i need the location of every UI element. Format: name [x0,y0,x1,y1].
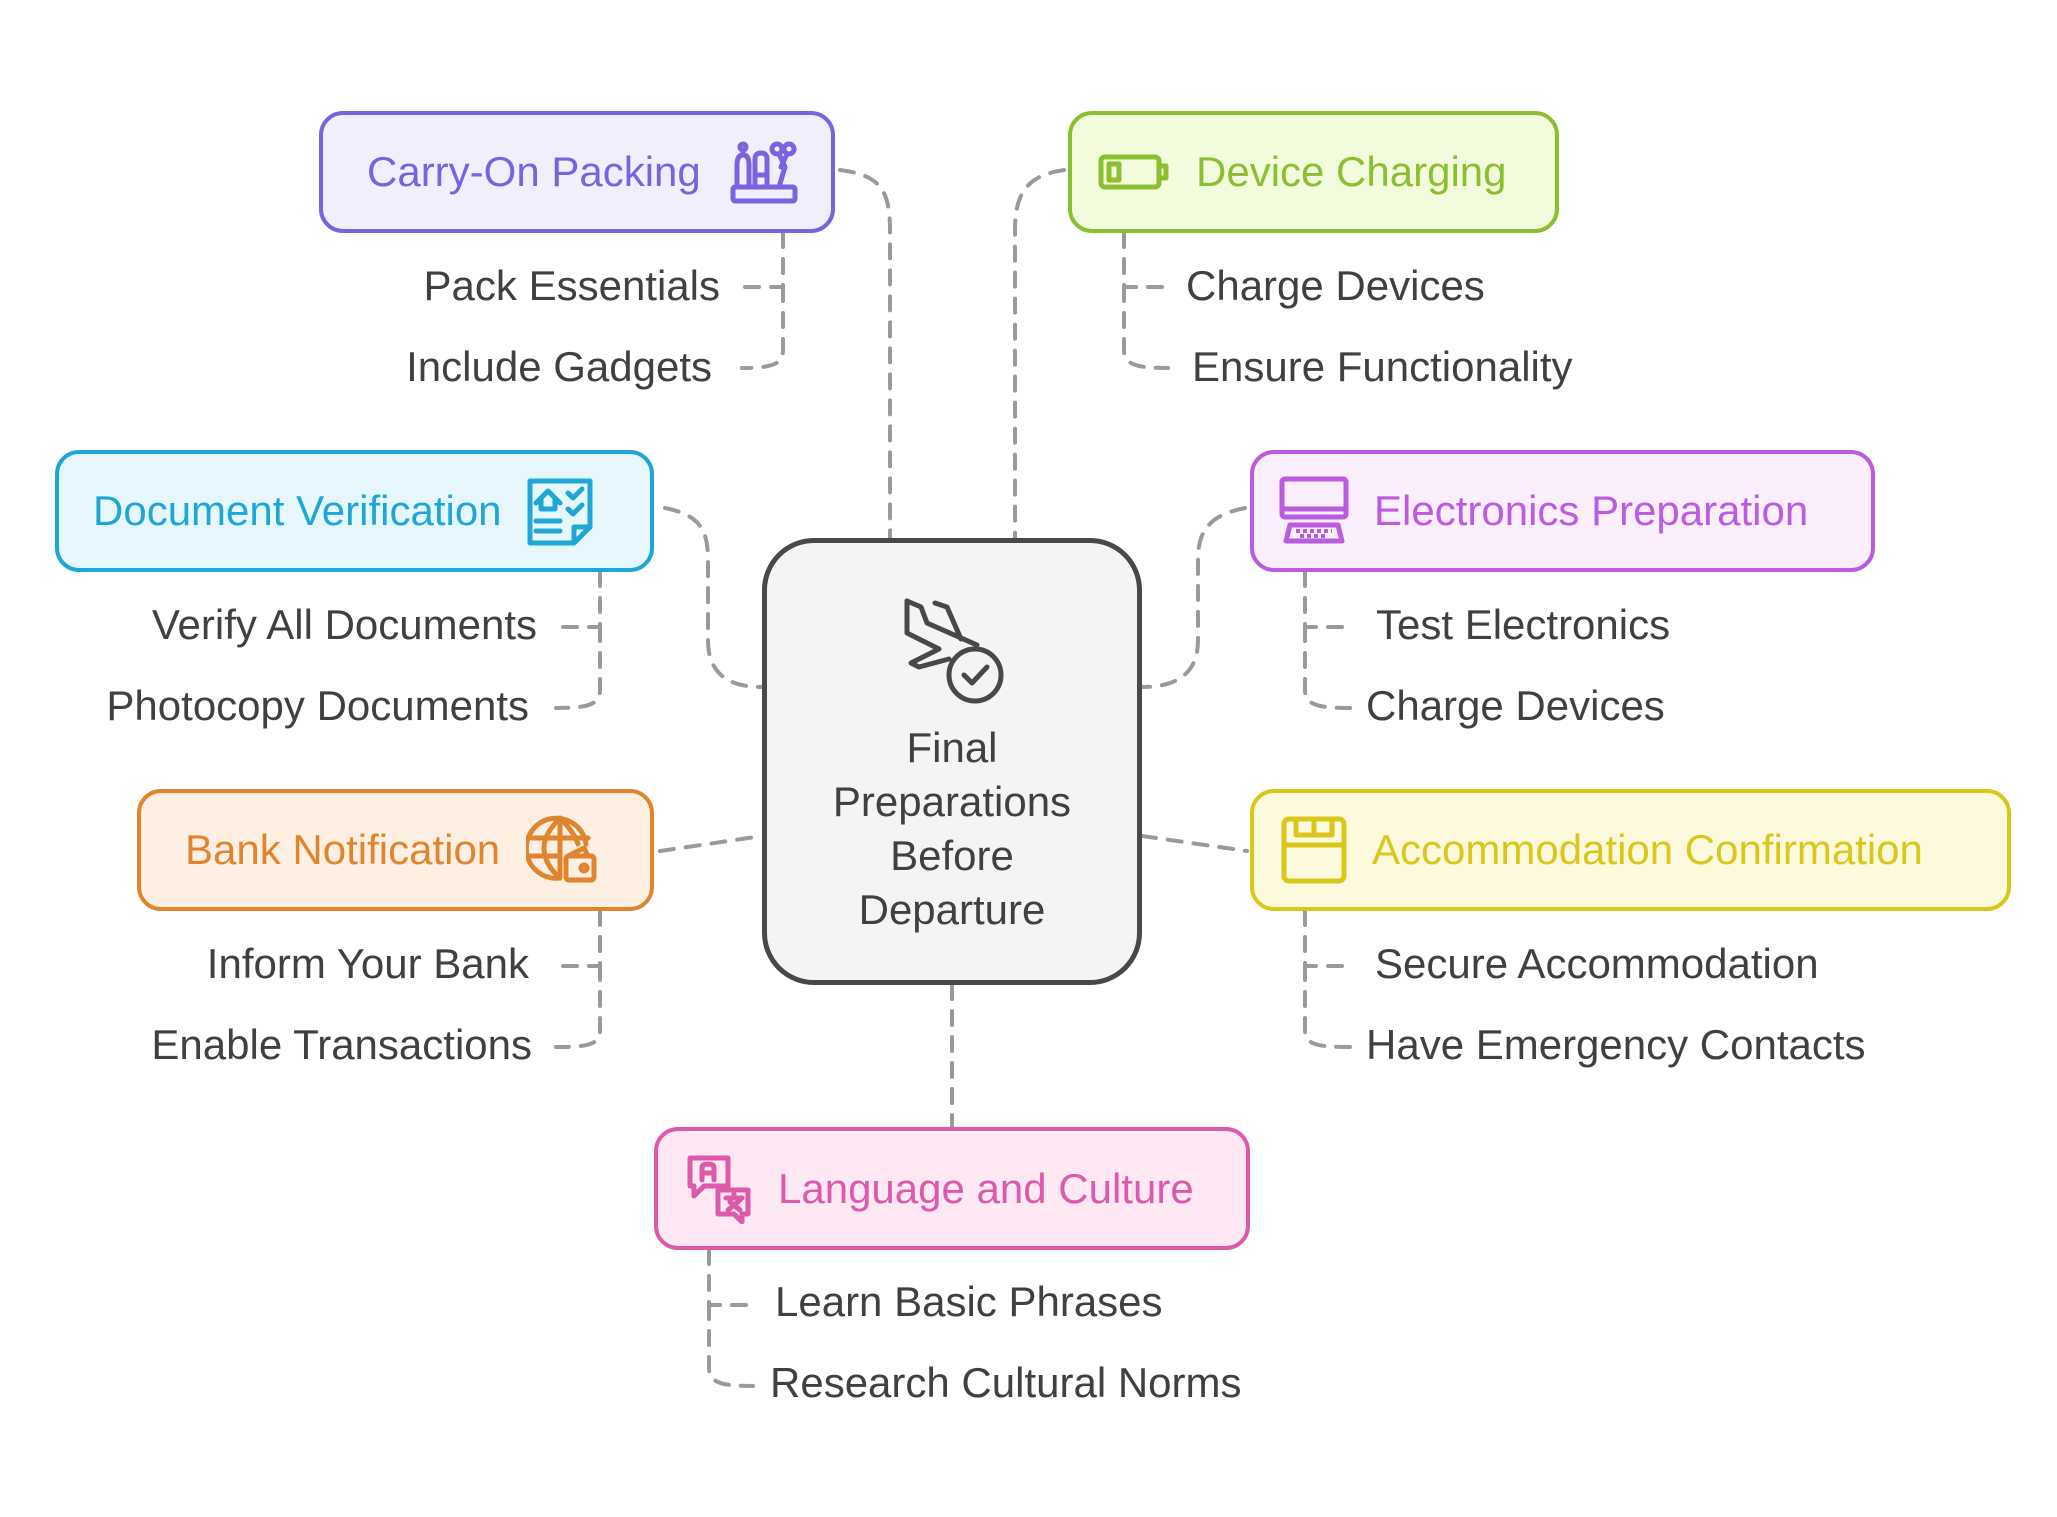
airplane-landing-check-icon [904,598,1004,704]
branch-node-document-verification[interactable]: Document Verification [55,450,654,572]
title-line: Before [890,832,1014,879]
title-line: Final [906,724,998,771]
branch-title: Carry-On Packing [367,148,701,195]
branch-item: Verify All Documents [151,601,537,648]
connector-electronics [1140,506,1247,689]
sub-connector-language-2 [707,1303,755,1388]
branch-item: Charge Devices [1366,682,1665,729]
sub-connector-document-2 [554,625,602,710]
translate-icon [687,1155,751,1224]
title-line: Departure [858,886,1046,933]
sub-connector-document-1 [558,570,602,629]
sub-connector-bank-1 [558,909,602,968]
branch-title: Device Charging [1196,148,1507,195]
branch-node-bank-notification[interactable]: Bank Notification [137,789,654,911]
branch-item: Test Electronics [1376,601,1671,648]
branch-node-accommodation-confirmation[interactable]: Accommodation Confirmation [1250,789,2011,911]
sub-connector-device-2 [1122,285,1170,370]
branch-item: Pack Essentials [423,262,720,309]
central-topic-title: Final Preparations Before Departure [767,721,1137,937]
branch-title: Accommodation Confirmation [1372,826,1923,873]
branch-title: Language and Culture [778,1164,1194,1212]
central-topic-node[interactable]: Final Preparations Before Departure [762,538,1142,985]
sub-connector-electronics-1 [1303,570,1347,629]
branch-item: Charge Devices [1186,262,1485,309]
sub-connector-bank-2 [554,964,602,1049]
document-checklist-icon [527,478,593,546]
branch-item: Research Cultural Norms [770,1359,1242,1406]
connector-accommodation [1140,834,1249,853]
branch-title: Bank Notification [185,826,501,873]
sub-connector-accommodation-1 [1303,909,1347,968]
branch-title: Electronics Preparation [1374,487,1809,534]
branch-item: Have Emergency Contacts [1366,1021,1866,1068]
branch-node-device-charging[interactable]: Device Charging [1068,111,1559,233]
title-line: Preparations [832,778,1072,825]
connector-device-charging [1013,168,1066,540]
computer-keyboard-icon [1279,476,1349,544]
branch-item: Enable Transactions [151,1021,532,1068]
branch-node-language-and-culture[interactable]: Language and Culture [654,1127,1250,1250]
branch-node-carry-on-packing[interactable]: Carry-On Packing [319,111,835,233]
connector-document-verification [663,506,764,689]
branch-item: Learn Basic Phrases [775,1278,1163,1325]
branch-item: Secure Accommodation [1375,940,1819,987]
branch-item: Photocopy Documents [106,682,529,729]
branch-item: Ensure Functionality [1192,343,1573,390]
toiletries-kit-icon [730,141,798,204]
branch-node-electronics-preparation[interactable]: Electronics Preparation [1250,450,1875,572]
branch-item: Inform Your Bank [206,940,529,987]
battery-low-icon [1098,154,1169,190]
storage-box-icon [1281,816,1347,884]
sub-connector-electronics-2 [1303,625,1352,710]
branch-title: Document Verification [93,487,502,534]
sub-connector-device-1 [1122,231,1165,289]
connector-bank [658,834,764,853]
branch-item: Include Gadgets [406,343,712,390]
sub-connector-language-1 [707,1248,750,1307]
sub-connector-carry-on-1 [740,231,785,289]
sub-connector-accommodation-2 [1303,964,1352,1049]
sub-connector-carry-on-2 [740,285,785,370]
connector-carry-on [838,168,892,540]
globe-wallet-icon [526,815,597,883]
